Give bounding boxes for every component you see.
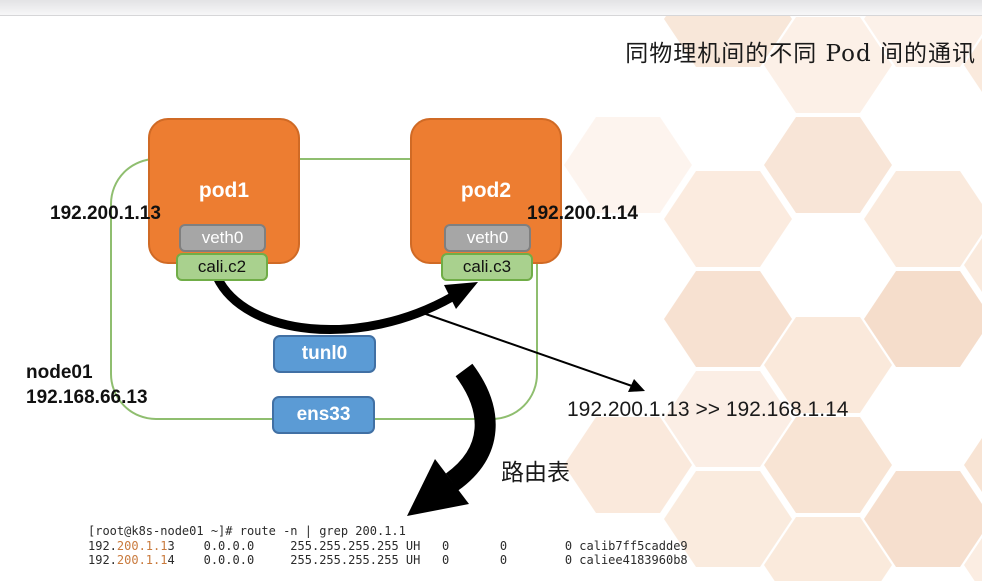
terminal-prompt-line: [root@k8s-node01 ~]# route -n | grep 200…	[88, 524, 406, 538]
route-row-dest-prefix: 192.	[88, 538, 117, 553]
route-row-dest-prefix: 192.	[88, 553, 117, 567]
pod-to-pod-arrow	[212, 272, 478, 334]
route-row: 192.200.1.14 0.0.0.0 255.255.255.255 UH …	[88, 553, 688, 567]
pod2-cali-badge: cali.c3	[441, 253, 533, 281]
route-table-arrow	[407, 363, 496, 516]
pod1-label: pod1	[198, 179, 250, 202]
pod1-cali-badge: cali.c2	[176, 253, 268, 281]
pod2-veth0-badge: veth0	[444, 224, 531, 252]
encapsulation-arrow	[419, 311, 645, 392]
node01-ip: 192.168.66.13	[26, 387, 148, 408]
route-row-grep-match: 200.1.1	[116, 553, 168, 567]
pod2-ip-label: 192.200.1.14	[527, 203, 638, 224]
encapsulation-label: 192.200.1.13 >> 192.168.1.14	[567, 398, 849, 421]
route-row-rest: 3 0.0.0.0 255.255.255.255 UH 0 0 0 calib…	[167, 538, 688, 553]
pod1-veth0-badge: veth0	[179, 224, 266, 252]
ens33-interface: ens33	[272, 396, 375, 434]
slide-title: 同物理机间的不同 Pod 间的通讯	[625, 41, 976, 67]
tunl0-interface: tunl0	[273, 335, 376, 373]
node01-label: node01 192.168.66.13	[26, 360, 148, 410]
route-row-grep-match: 200.1.1	[116, 538, 168, 553]
pod2-label: pod2	[460, 179, 512, 202]
terminal-output: [root@k8s-node01 ~]# route -n | grep 200…	[88, 524, 688, 568]
node01-name: node01	[26, 362, 93, 383]
window-top-bar	[0, 0, 982, 16]
pod1-ip-label: 192.200.1.13	[50, 203, 161, 224]
route-row: 192.200.1.13 0.0.0.0 255.255.255.255 UH …	[88, 539, 688, 553]
route-table-label: 路由表	[501, 460, 570, 486]
route-row-rest: 4 0.0.0.0 255.255.255.255 UH 0 0 0 calie…	[167, 553, 688, 567]
